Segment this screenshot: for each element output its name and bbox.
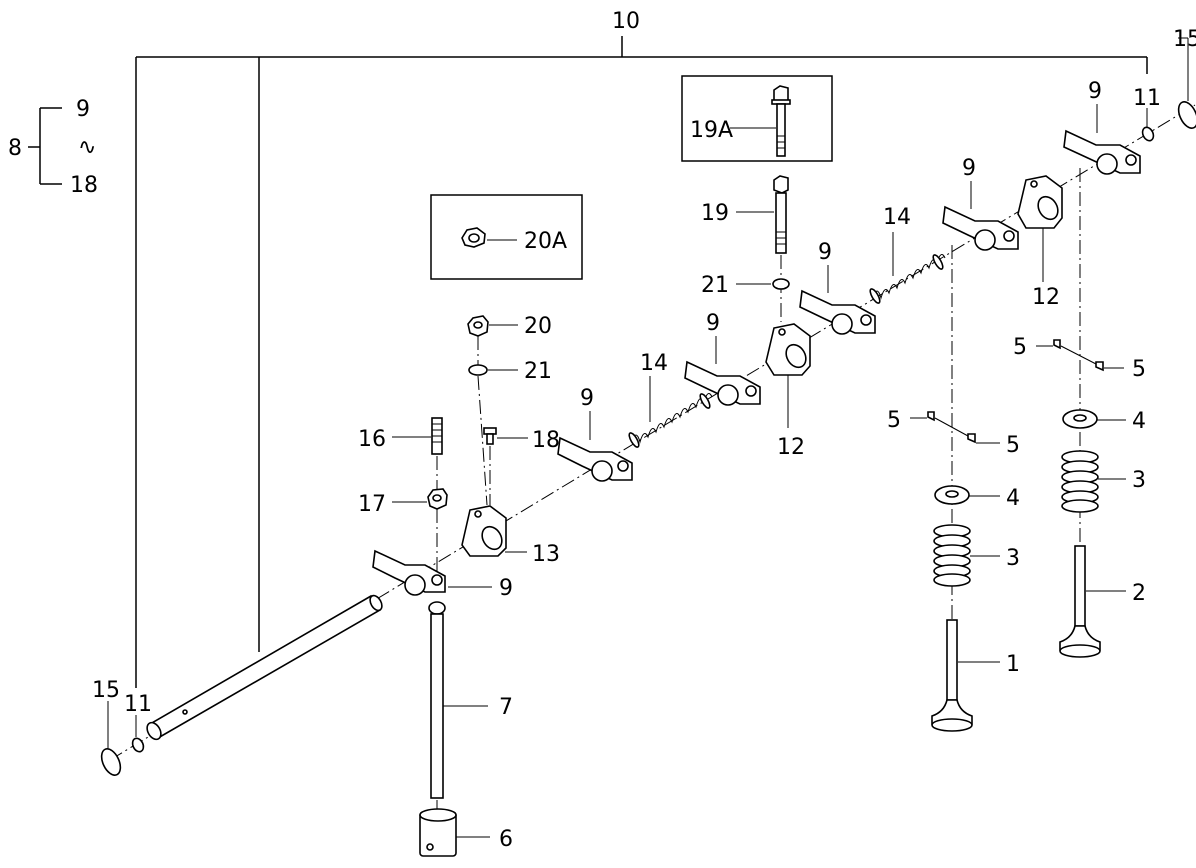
callout-17: 17 <box>358 492 386 517</box>
valve-keeper-5a <box>910 411 969 437</box>
callout-5-b: 5 <box>1006 433 1020 458</box>
callout-9-d: 9 <box>818 240 832 265</box>
group-8-bracket <box>28 107 62 185</box>
valve-keeper-5c <box>1036 339 1097 365</box>
callout-5-d: 5 <box>1132 357 1146 382</box>
box-20a <box>430 194 583 280</box>
valve-1 <box>931 619 1000 732</box>
callout-11-top: 11 <box>1133 86 1161 111</box>
callout-21-b: 21 <box>701 273 729 298</box>
callout-9-f: 9 <box>1088 79 1102 104</box>
snap-ring-bottom <box>100 701 122 776</box>
callout-9-b: 9 <box>580 386 594 411</box>
callout-18: 18 <box>532 428 560 453</box>
callout-7: 7 <box>499 695 513 720</box>
callout-8-range: ∿ <box>78 135 96 160</box>
valve-spring-3-left <box>933 524 1000 587</box>
spring-retainer-4-left <box>934 485 1000 505</box>
lock-nut-17 <box>392 488 448 572</box>
callout-4-b: 4 <box>1132 409 1146 434</box>
rocker-arm-1 <box>372 549 492 596</box>
rocker-support-12-left <box>765 323 811 428</box>
screw-18 <box>483 427 528 505</box>
washer-21-left <box>468 364 518 506</box>
callout-9-e: 9 <box>962 156 976 181</box>
rocker-arm-3 <box>684 336 761 406</box>
callout-16: 16 <box>358 427 386 452</box>
callout-5-c: 5 <box>1013 335 1027 360</box>
callout-10: 10 <box>612 9 640 34</box>
box-19a <box>681 75 833 162</box>
callout-13: 13 <box>532 542 560 567</box>
callout-15-bottom: 15 <box>92 678 120 703</box>
snap-ring-top <box>1177 37 1196 129</box>
callout-3-a: 3 <box>1006 546 1020 571</box>
valve-keeper-5d <box>1095 361 1124 372</box>
callout-12-a: 12 <box>777 435 805 460</box>
rocker-arm-5 <box>942 181 1019 251</box>
nut-20 <box>467 315 518 365</box>
callout-4-a: 4 <box>1006 486 1020 511</box>
callout-1: 1 <box>1006 652 1020 677</box>
rocker-shaft <box>146 594 383 741</box>
callout-20: 20 <box>524 314 552 339</box>
rocker-arm-6 <box>1063 104 1141 175</box>
callout-8: 8 <box>8 136 22 161</box>
callout-9-a: 9 <box>499 576 513 601</box>
callout-9-c: 9 <box>706 311 720 336</box>
callout-11-bottom: 11 <box>124 692 152 717</box>
callout-14-a: 14 <box>640 351 668 376</box>
spring-14-right <box>869 232 946 304</box>
rocker-arm-2 <box>557 411 633 482</box>
rocker-support-13 <box>461 505 527 557</box>
callout-21-a: 21 <box>524 359 552 384</box>
valve-keeper-5b <box>967 433 1000 444</box>
plug-bottom <box>131 715 145 753</box>
valve-spring-3-right <box>1061 450 1126 513</box>
bolt-19 <box>736 175 789 322</box>
tappet-6 <box>419 808 490 857</box>
assembly-bracket-10 <box>135 36 1148 688</box>
callout-12-b: 12 <box>1032 285 1060 310</box>
callout-19: 19 <box>701 201 729 226</box>
rocker-support-12-right <box>1017 175 1063 282</box>
valve-2 <box>1059 545 1126 658</box>
rocker-arm-4 <box>799 265 876 335</box>
adjusting-screw-16 <box>392 417 443 490</box>
callout-15-top: 15 <box>1173 27 1196 52</box>
push-rod-7 <box>428 601 488 812</box>
callout-20a: 20A <box>524 229 567 254</box>
callout-3-b: 3 <box>1132 468 1146 493</box>
spring-retainer-4-right <box>1062 409 1126 429</box>
callout-19a: 19A <box>690 118 733 143</box>
callout-2: 2 <box>1132 581 1146 606</box>
washer-21-right <box>736 278 790 290</box>
callout-8-from: 9 <box>76 97 90 122</box>
callout-6: 6 <box>499 827 513 852</box>
callout-5-a: 5 <box>887 408 901 433</box>
plug-top <box>1141 108 1155 142</box>
spring-14-left <box>628 376 713 448</box>
callout-8-to: 18 <box>70 173 98 198</box>
callout-14-b: 14 <box>883 205 911 230</box>
